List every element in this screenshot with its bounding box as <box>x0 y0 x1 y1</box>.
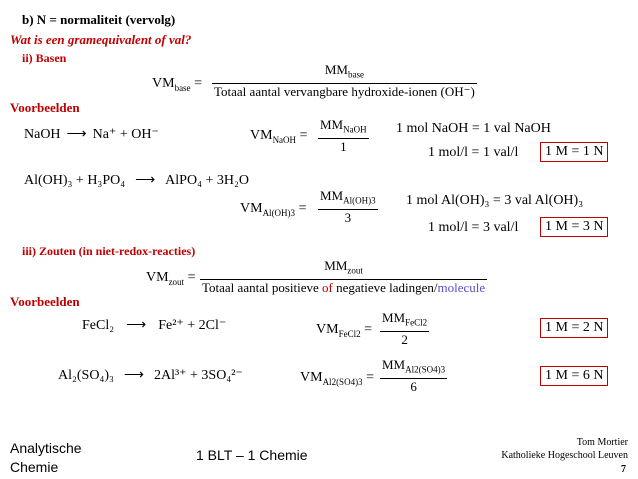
basen-definition-fraction: MMbase Totaal aantal vervangbare hydroxi… <box>212 62 477 99</box>
zouten-ex1-result-box: 1 M = 2 N <box>540 318 609 338</box>
basen-ex1-line2: 1 mol/l = 1 val/l <box>428 145 519 160</box>
zouten-definition-lhs: VMzout = <box>146 270 196 287</box>
footer-school: Katholieke Hogeschool Leuven <box>501 450 628 461</box>
footer-author: Tom Mortier <box>576 437 628 448</box>
basen-ex2-line2: 1 mol/l = 3 val/l <box>428 220 519 235</box>
section-basen-heading: ii) Basen <box>22 51 67 65</box>
footer-course-line1: Analytische <box>10 440 82 456</box>
basen-voorbeelden-heading: Voorbeelden <box>10 100 80 115</box>
basen-ex1-reaction: NaOH⟶Na⁺ + OH⁻ <box>24 127 159 142</box>
zouten-ex1-reaction: FeCl₂⟶Fe²⁺ + 2Cl⁻ <box>82 318 227 333</box>
basen-ex2-reaction: Al(OH)₃ + H₃PO₄⟶AlPO₄ + 3H₂O <box>24 173 249 188</box>
basen-ex1-vm: VMNaOH = <box>250 128 308 145</box>
basen-ex1-fraction: MMNaOH 1 <box>318 117 369 154</box>
basen-ex2-result-box: 1 M = 3 N <box>540 217 609 237</box>
question-heading: Wat is een gramequivalent of val? <box>10 32 192 47</box>
section-zouten-heading: iii) Zouten (in niet-redox-reacties) <box>22 244 196 258</box>
zouten-ex2-result-box: 1 M = 6 N <box>540 366 609 386</box>
basen-ex2-fraction: MMAl(OH)3 3 <box>318 188 378 225</box>
slide-title: b) N = normaliteit (vervolg) <box>22 12 176 27</box>
basen-ex2-line1: 1 mol Al(OH)₃ = 3 val Al(OH)₃ <box>406 193 584 208</box>
zouten-ex1-vm: VMFeCl2 = <box>316 322 372 339</box>
basen-ex2-vm: VMAl(OH)3 = <box>240 201 307 218</box>
zouten-voorbeelden-heading: Voorbeelden <box>10 294 80 309</box>
basen-ex1-line1: 1 mol NaOH = 1 val NaOH <box>396 121 551 136</box>
zouten-definition-fraction: MMzout Totaal aantal positieve of negati… <box>200 258 488 295</box>
zouten-ex2-vm: VMAl2(SO4)3 = <box>300 370 374 387</box>
footer-center-text: 1 BLT – 1 Chemie <box>196 447 308 463</box>
zouten-ex2-reaction: Al₂(SO₄)₃⟶2Al³⁺ + 3SO₄²⁻ <box>58 368 243 383</box>
basen-definition-lhs: VMbase = <box>152 76 202 93</box>
footer-course-line2: Chemie <box>10 459 59 475</box>
page-number: 7 <box>621 464 626 475</box>
basen-ex1-result-box: 1 M = 1 N <box>540 142 609 162</box>
zouten-ex1-fraction: MMFeCl2 2 <box>380 310 430 347</box>
zouten-ex2-fraction: MMAl2(SO4)3 6 <box>380 357 448 394</box>
